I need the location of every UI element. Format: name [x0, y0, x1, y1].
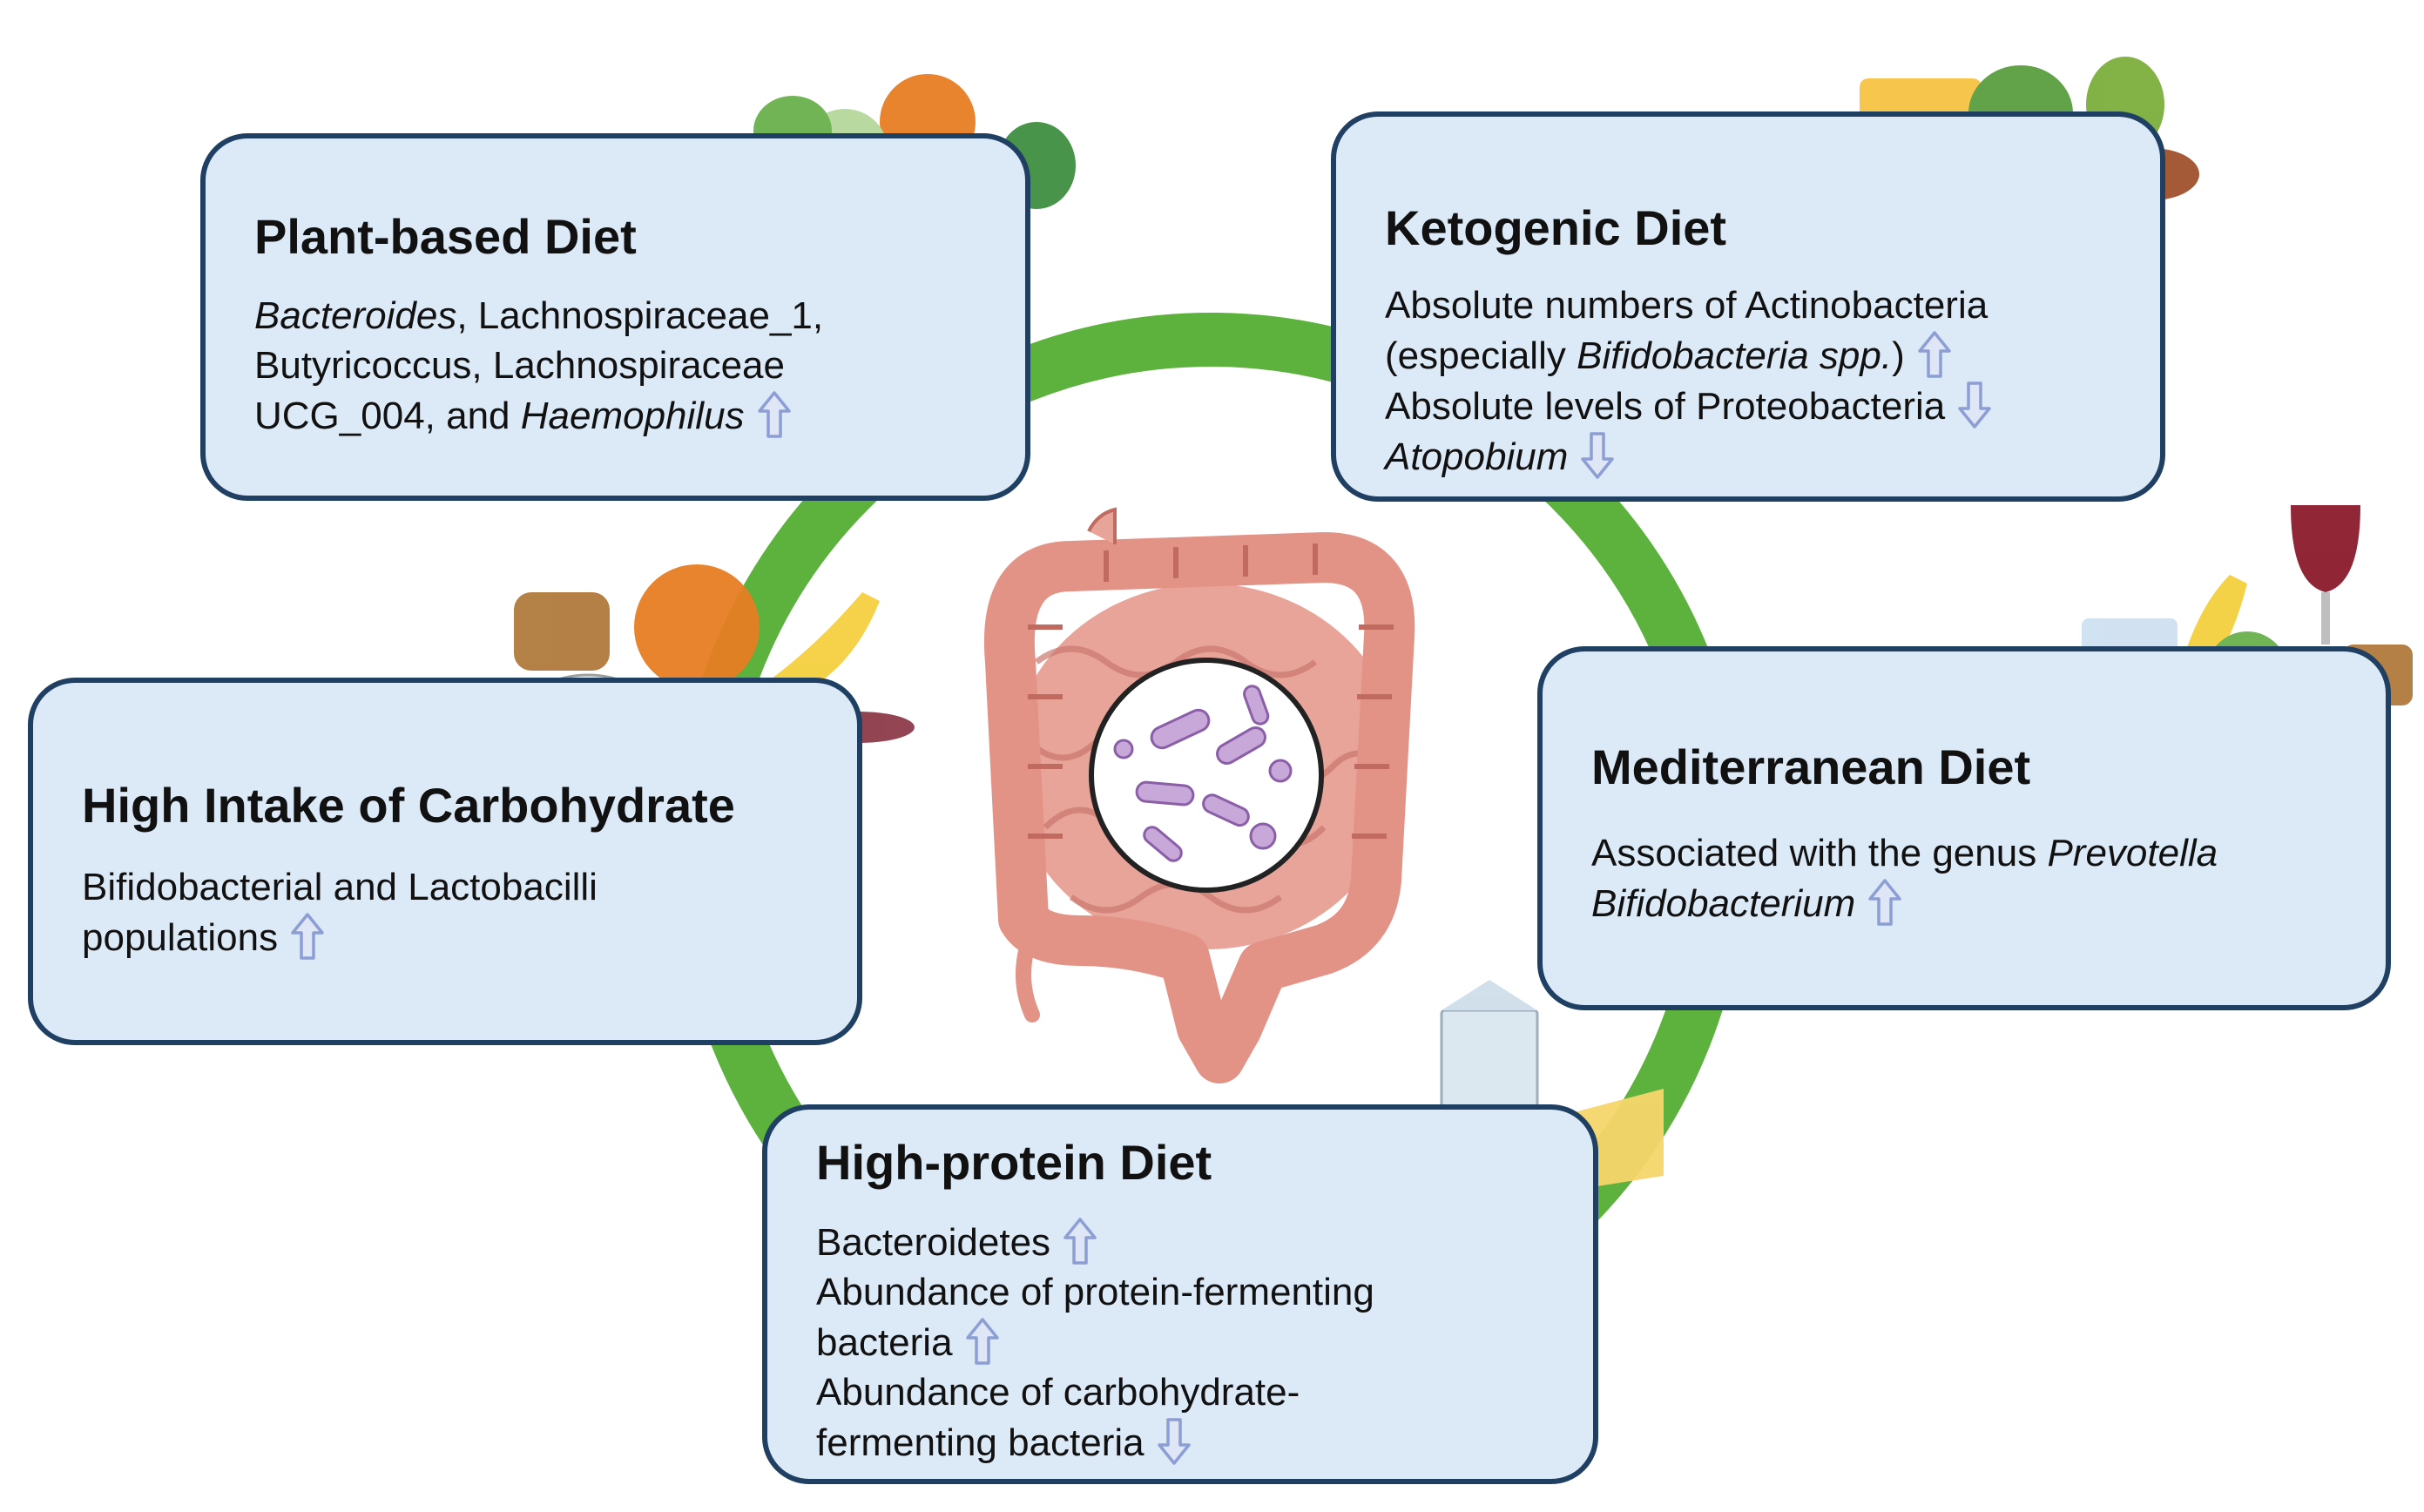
text: Butyricoccus, Lachnospiraceae [254, 344, 785, 387]
text: , Lachnospiraceae_1, [456, 294, 824, 337]
up-arrow-icon [965, 1317, 1000, 1366]
card-title: Ketogenic Diet [1385, 200, 1727, 255]
text: (especially [1385, 334, 1577, 377]
text: Abundance of carbohydrate- [816, 1371, 1300, 1414]
text: bacteria [816, 1321, 953, 1364]
taxon-italic: Bifidobacteria spp. [1577, 334, 1893, 377]
plant-based-diet-card: Plant-based Diet Bacteroides, Lachnospir… [200, 133, 1030, 501]
taxon-italic: Haemophilus [520, 395, 745, 437]
down-arrow-icon [1157, 1417, 1192, 1466]
up-arrow-icon [1063, 1217, 1097, 1266]
text: populations [82, 916, 279, 959]
up-arrow-icon [290, 912, 325, 961]
text: UCG_004, and [254, 395, 521, 437]
card-title: Plant-based Diet [254, 209, 637, 264]
text: ) [1892, 334, 1905, 377]
down-arrow-icon [1957, 381, 1992, 429]
up-arrow-icon [757, 390, 792, 439]
up-arrow-icon [1867, 878, 1902, 927]
taxon-italic: Bacteroides [254, 294, 457, 337]
text: Associated with the genus [1591, 832, 2048, 874]
intestine-illustration [983, 507, 1415, 1083]
card-title: High-protein Diet [816, 1135, 1212, 1190]
taxon-italic: Atopobium [1385, 435, 1569, 478]
text: Bifidobacterial and Lactobacilli [82, 866, 598, 908]
high-carbohydrate-card: High Intake of Carbohydrate Bifidobacter… [28, 678, 862, 1045]
text: Bacteroidetes [816, 1221, 1051, 1264]
card-title: Mediterranean Diet [1591, 739, 2031, 794]
down-arrow-icon [1580, 431, 1615, 480]
text: Abundance of protein-fermenting [816, 1271, 1374, 1313]
text: fermenting bacteria [816, 1421, 1144, 1464]
taxon-italic: Prevotella [2047, 832, 2218, 874]
high-protein-diet-card: High-protein Diet Bacteroidetes Abundanc… [762, 1104, 1598, 1484]
card-title: High Intake of Carbohydrate [82, 778, 735, 833]
text: Absolute numbers of Actinobacteria [1385, 284, 1988, 327]
up-arrow-icon [1917, 330, 1952, 379]
ketogenic-diet-card: Ketogenic Diet Absolute numbers of Actin… [1331, 111, 2165, 502]
taxon-italic: Bifidobacterium [1591, 882, 1856, 925]
mediterranean-diet-card: Mediterranean Diet Associated with the g… [1537, 646, 2391, 1010]
text: Absolute levels of Proteobacteria [1385, 385, 1946, 428]
